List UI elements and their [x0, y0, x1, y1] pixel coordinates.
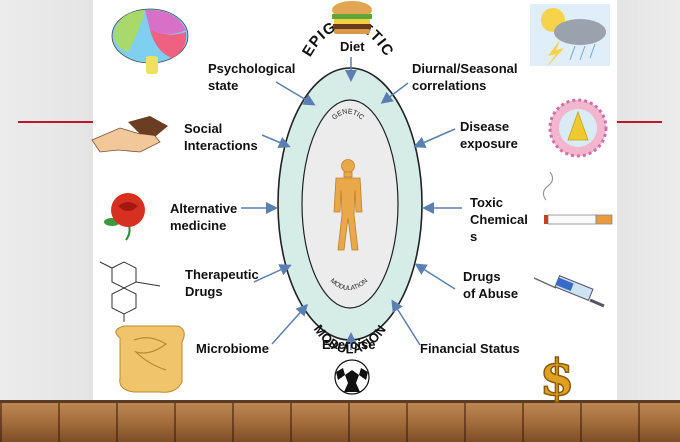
- molecule-icon: [99, 261, 161, 322]
- label-toxic-chemicals: Toxic Chemical s: [470, 195, 528, 244]
- soccer-ball-icon: [334, 359, 370, 395]
- arrow-abuse: [414, 263, 456, 290]
- arrow-social: [261, 134, 291, 149]
- syringe-icon: [533, 275, 605, 308]
- intestine-icon: [115, 325, 185, 393]
- label-therapeutic-drugs: Therapeutic Drugs: [185, 267, 259, 299]
- label-alternative-medicine: Alternative medicine: [170, 201, 238, 233]
- weather-icon: [530, 4, 610, 68]
- arrow-diurnal: [380, 82, 409, 104]
- label-disease-exposure: Disease exposure: [460, 119, 518, 151]
- wood-floor: [0, 400, 680, 442]
- brain-icon: [111, 8, 189, 74]
- label-diet: Diet: [340, 39, 365, 54]
- background-right: [617, 0, 680, 400]
- label-diurnal-seasonal: Diurnal/Seasonal correlations: [412, 61, 518, 93]
- handshake-icon: [91, 116, 168, 153]
- accent-line-right: [617, 121, 662, 123]
- label-social-interactions: Social Interactions: [184, 121, 258, 153]
- label-psychological-state: Psychological state: [208, 61, 296, 93]
- arrow-microbiome: [271, 303, 309, 345]
- label-drugs-of-abuse: Drugs of Abuse: [463, 269, 519, 301]
- label-financial-status: Financial Status: [420, 341, 520, 356]
- arrow-therapeutic: [253, 264, 292, 283]
- arrow-financial: [391, 299, 421, 346]
- human-figure-icon: [333, 159, 363, 251]
- cigarette-icon: [542, 171, 613, 225]
- arrow-psychological: [275, 81, 316, 106]
- background-left: [0, 0, 93, 400]
- rose-icon: [104, 193, 145, 241]
- arrow-disease: [413, 128, 456, 148]
- dollar-icon: $: [539, 347, 575, 408]
- burger-icon: [332, 1, 372, 34]
- label-exercise: Exercise: [322, 337, 376, 352]
- svg-text:$: $: [540, 348, 575, 407]
- accent-line-left: [18, 121, 93, 123]
- label-microbiome: Microbiome: [196, 341, 269, 356]
- virus-icon: [548, 98, 608, 158]
